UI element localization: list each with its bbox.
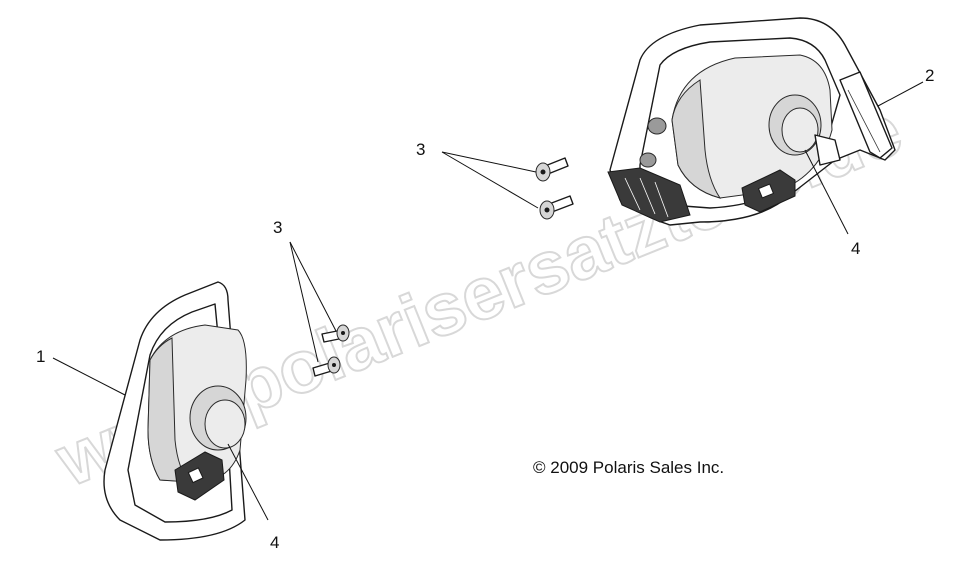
leader-4-left <box>227 443 269 521</box>
screws-right <box>535 157 574 220</box>
callout-4-right: 4 <box>851 239 860 258</box>
right-lamp-bulb-socket-face <box>781 107 819 153</box>
left-lamp-bulb-socket-face <box>204 399 246 449</box>
right-lamp-boss-lower <box>639 152 657 168</box>
right-headlamp-assembly <box>607 17 896 226</box>
right-lamp-shadow <box>671 79 722 199</box>
leader-1 <box>52 357 126 396</box>
screw-right-upper <box>535 157 569 182</box>
right-lamp-lower-housing <box>607 167 691 223</box>
callouts: 2 3 4 3 1 4 <box>36 66 934 552</box>
callout-1: 1 <box>36 347 45 366</box>
callout-3-right: 3 <box>416 140 425 159</box>
leader-3-left-lower <box>289 241 319 363</box>
callout-2: 2 <box>925 66 934 85</box>
right-lamp-connector-latch <box>757 183 775 199</box>
callout-4-left: 4 <box>270 533 279 552</box>
screw-left-lower <box>312 356 341 377</box>
left-lamp-connector-latch <box>187 467 204 484</box>
right-lamp-bulb-key <box>814 134 841 166</box>
copyright-notice: © 2009 Polaris Sales Inc. <box>533 458 724 477</box>
leader-lines <box>52 81 924 521</box>
leader-4-right <box>804 149 849 235</box>
left-headlamp-assembly <box>103 281 247 541</box>
leader-3-right-lower <box>441 151 539 209</box>
leader-3-left-upper <box>289 241 337 332</box>
right-lamp-side-bracket <box>839 71 893 159</box>
screw-left-upper <box>321 324 350 343</box>
right-lamp-boss-upper <box>647 117 667 135</box>
leader-3-right-upper <box>441 151 537 173</box>
right-lamp-ribs <box>624 177 669 218</box>
callout-3-left: 3 <box>273 218 282 237</box>
leader-2 <box>877 81 924 107</box>
screw-right-lower <box>539 195 574 220</box>
screws-left <box>312 324 350 377</box>
